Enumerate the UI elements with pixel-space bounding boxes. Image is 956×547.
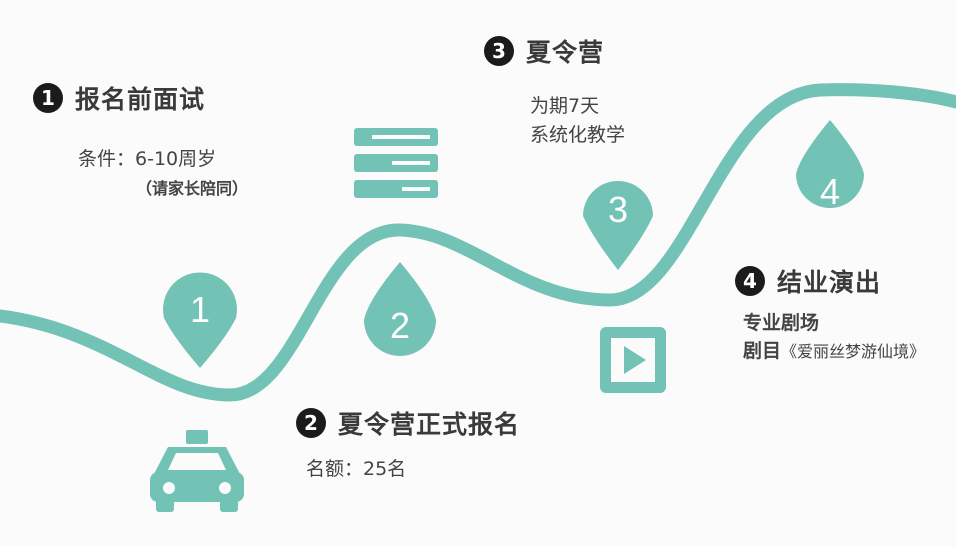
step-3-teaching: 系统化教学 bbox=[530, 124, 626, 146]
marker-3: 3 bbox=[583, 181, 653, 270]
step-3-duration: 为期7天 bbox=[530, 95, 600, 117]
marker-1-label: 1 bbox=[190, 289, 210, 330]
marker-1: 1 bbox=[163, 272, 237, 368]
step-4-header: 4 结业演出 bbox=[735, 263, 881, 299]
taxi-icon bbox=[150, 430, 244, 512]
step-2-header: 2 夏令营正式报名 bbox=[296, 405, 520, 441]
marker-2-label: 2 bbox=[390, 305, 410, 346]
step-2-quota: 名额：25名 bbox=[306, 458, 407, 480]
step-4-repertoire-label: 剧目 bbox=[743, 340, 782, 362]
step-1-title: 报名前面试 bbox=[75, 85, 206, 114]
step-4-repertoire: 剧目《爱丽丝梦游仙境》 bbox=[743, 338, 925, 365]
marker-4: 4 bbox=[796, 120, 864, 212]
step-4-number: 4 bbox=[735, 266, 765, 296]
step-2-number: 2 bbox=[296, 408, 326, 438]
step-3-header: 3 夏令营 bbox=[484, 33, 604, 69]
step-1-note: （请家长陪同） bbox=[136, 179, 249, 198]
step-2-title: 夏令营正式报名 bbox=[338, 410, 521, 439]
list-icon bbox=[354, 128, 438, 198]
step-1-number: 1 bbox=[33, 83, 63, 113]
play-icon bbox=[600, 327, 666, 393]
step-1-header: 1 报名前面试 bbox=[33, 80, 205, 116]
marker-4-label: 4 bbox=[820, 171, 840, 212]
step-4-repertoire-title: 《爱丽丝梦游仙境》 bbox=[781, 342, 926, 361]
marker-3-label: 3 bbox=[608, 189, 628, 230]
marker-2: 2 bbox=[364, 262, 436, 356]
step-3-title: 夏令营 bbox=[526, 38, 605, 67]
step-1-condition: 条件：6-10周岁 bbox=[78, 148, 217, 170]
step-3-number: 3 bbox=[484, 36, 514, 66]
wave-path bbox=[0, 83, 956, 402]
step-4-venue: 专业剧场 bbox=[743, 312, 820, 334]
step-4-title: 结业演出 bbox=[777, 268, 882, 297]
